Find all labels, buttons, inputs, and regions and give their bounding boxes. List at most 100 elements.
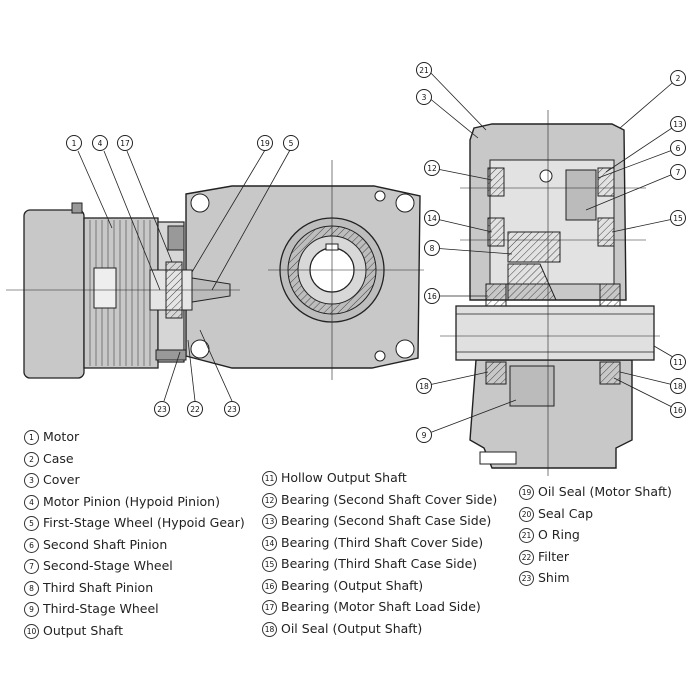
- legend-label: Motor: [43, 429, 80, 444]
- center-lines-left-view: [6, 160, 424, 380]
- svg-text:21: 21: [419, 66, 429, 75]
- callout-18-left: 18: [416, 378, 432, 394]
- callout-19: 19: [257, 135, 273, 151]
- callout-markers: 1 4 17 19 5 23 22 23 21 3 2 13 6 12 7 14…: [66, 62, 686, 443]
- legend-label: Case: [43, 450, 74, 466]
- callout-23-right: 23: [224, 401, 240, 417]
- svg-text:1: 1: [72, 139, 77, 148]
- callout-22: 22: [187, 401, 203, 417]
- svg-text:19: 19: [260, 139, 270, 148]
- legend-number: 20: [519, 506, 534, 522]
- legend-label: Oil Seal (Output Shaft): [281, 620, 423, 636]
- svg-text:16: 16: [673, 406, 683, 415]
- legend-label: Bearing (Third Shaft Case Side): [281, 556, 478, 571]
- callout-1: 1: [66, 135, 82, 151]
- legend-number: 15: [262, 557, 277, 572]
- svg-text:23: 23: [157, 405, 167, 414]
- legend-label: Bearing (Third Shaft Cover Side): [281, 534, 484, 550]
- callout-16-top: 16: [424, 288, 440, 304]
- legend-number: 6: [24, 537, 39, 553]
- legend-label: Bearing (Second Shaft Case Side): [281, 513, 492, 528]
- legend-number: 9: [24, 602, 39, 617]
- legend-item: 15 Bearing (Third Shaft Case Side): [262, 553, 497, 575]
- legend-item: 17 Bearing (Motor Shaft Load Side): [262, 596, 497, 618]
- legend-label: Filter: [538, 548, 569, 564]
- callout-3: 3: [416, 89, 432, 105]
- callout-17: 17: [117, 135, 133, 151]
- callout-8: 8: [424, 240, 440, 256]
- callout-7: 7: [670, 164, 686, 180]
- legend-number: 12: [262, 492, 277, 508]
- svg-text:2: 2: [676, 74, 681, 83]
- legend-item: 9 Third-Stage Wheel: [24, 598, 245, 620]
- callout-4: 4: [92, 135, 108, 151]
- callout-5: 5: [283, 135, 299, 151]
- legend-label: Third Shaft Pinion: [43, 579, 154, 595]
- callout-14: 14: [424, 210, 440, 226]
- legend-number: 5: [24, 516, 39, 531]
- svg-text:22: 22: [190, 405, 200, 414]
- svg-text:3: 3: [422, 93, 427, 102]
- legend-item: 11 Hollow Output Shaft: [262, 467, 497, 489]
- legend-label: Cover: [43, 472, 80, 487]
- legend-label: First-Stage Wheel (Hypoid Gear): [43, 515, 245, 530]
- legend-label: Hollow Output Shaft: [281, 470, 407, 485]
- svg-text:14: 14: [427, 214, 437, 223]
- reduction-case-section: [455, 123, 655, 469]
- svg-text:16: 16: [427, 292, 437, 301]
- legend-number: 11: [262, 471, 277, 486]
- callout-11: 11: [670, 354, 686, 370]
- callout-13: 13: [670, 116, 686, 132]
- legend-label: Bearing (Motor Shaft Load Side): [281, 599, 481, 614]
- center-lines-right-view: [440, 110, 660, 476]
- legend-label: Seal Cap: [538, 505, 594, 521]
- svg-text:23: 23: [227, 405, 237, 414]
- legend-item: 1 Motor: [24, 426, 245, 448]
- legend-label: Third-Stage Wheel: [43, 601, 159, 616]
- legend-label: Second Shaft Pinion: [43, 536, 168, 552]
- callout-6: 6: [670, 140, 686, 156]
- callout-9: 9: [416, 427, 432, 443]
- legend-label: Second-Stage Wheel: [43, 558, 173, 573]
- legend-number: 3: [24, 473, 39, 488]
- callout-23-left: 23: [154, 401, 170, 417]
- legend-item: 3 Cover: [24, 469, 245, 491]
- callout-18-right: 18: [670, 378, 686, 394]
- svg-text:15: 15: [673, 214, 683, 223]
- legend-label: Motor Pinion (Hypoid Pinion): [43, 493, 220, 509]
- svg-text:13: 13: [673, 120, 683, 129]
- legend-number: 19: [519, 485, 534, 500]
- legend-number: 8: [24, 580, 39, 596]
- legend-label: Bearing (Second Shaft Cover Side): [281, 491, 498, 507]
- legend-label: O Ring: [538, 527, 580, 542]
- legend-number: 4: [24, 494, 39, 510]
- hypoid-housing: [185, 185, 421, 369]
- legend-number: 16: [262, 578, 277, 594]
- legend-number: 17: [262, 600, 277, 615]
- svg-text:6: 6: [676, 144, 681, 153]
- svg-text:18: 18: [673, 382, 683, 391]
- legend-number: 23: [519, 571, 534, 586]
- legend-number: 13: [262, 514, 277, 529]
- svg-text:8: 8: [430, 244, 435, 253]
- legend-number: 2: [24, 451, 39, 467]
- legend-number: 1: [24, 430, 39, 445]
- legend-label: Oil Seal (Motor Shaft): [538, 484, 672, 499]
- svg-text:11: 11: [673, 358, 683, 367]
- svg-text:18: 18: [419, 382, 429, 391]
- svg-text:9: 9: [422, 431, 427, 440]
- callout-16-bottom: 16: [670, 402, 686, 418]
- legend-number: 7: [24, 559, 39, 574]
